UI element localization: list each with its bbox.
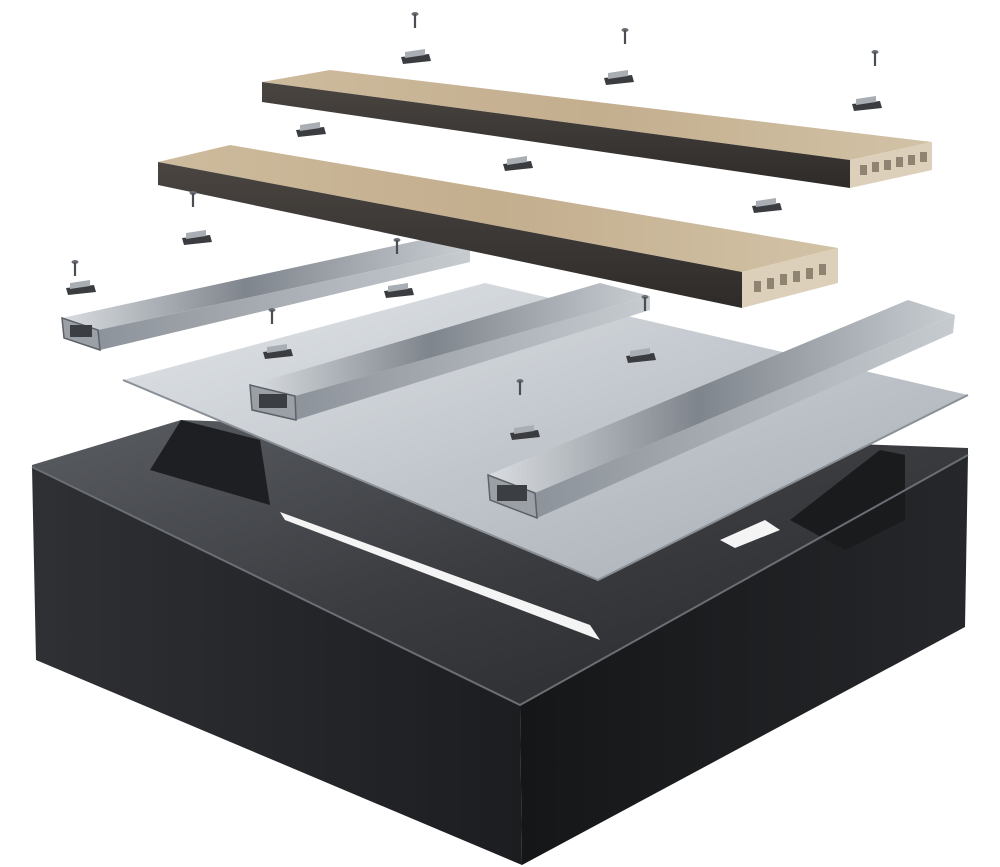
aluminium-joist [487,300,955,520]
board-top [262,70,932,160]
screw-icon [189,191,197,207]
screw-icon [516,379,524,395]
board-side [158,162,742,308]
hidden-clip-icon [626,348,656,363]
hidden-clip-icon [401,49,431,64]
board-end-holes [754,264,826,292]
joist-side [535,315,955,518]
hidden-clip-icon [503,156,533,171]
aluminium-sheet [122,283,969,582]
joist-end-hollow [259,394,287,408]
board-end-holes [860,152,927,175]
joist-side [98,250,470,350]
hidden-clip-icon [852,96,882,111]
board-end [742,248,838,308]
board-top [158,145,838,272]
hidden-clip-icon [752,198,782,213]
hidden-clip-icon [384,283,414,298]
hidden-clip-icon [263,344,293,359]
frame-right-face [520,455,968,865]
joist-top [62,238,470,330]
joist-top [488,300,955,493]
joist-end-hollow [497,485,527,501]
aluminium-joist [61,238,470,352]
screw-icon [411,12,419,28]
screw-icon [871,50,879,66]
hidden-clip-icon [66,280,96,295]
decking-board [262,70,932,188]
hidden-clip-icon [296,122,326,137]
decking-board [158,145,838,308]
aluminium-joist [249,283,650,421]
joist-top [250,283,650,396]
screw-icon [621,28,629,44]
fasteners [66,12,882,440]
screw-icon [71,260,79,276]
hidden-clip-icon [604,70,634,85]
joist-end-hollow [70,325,92,337]
screw-icon [641,295,649,311]
frame-edge-highlight [31,454,969,707]
frame-left-face [32,467,522,865]
screw-icon [393,238,401,254]
sheet-surface [123,283,968,580]
hidden-clip-icon [510,425,540,440]
frame-inner-gap-right [720,520,780,548]
frame-inner-wall-right [790,450,905,550]
sheet-edge [122,379,969,582]
hidden-clip-icon [182,230,212,245]
frame-inner-gap-front [280,512,600,640]
screw-icon [268,308,276,324]
board-side [262,82,850,188]
joist-side [295,296,650,420]
frame-inner-wall [150,420,270,505]
